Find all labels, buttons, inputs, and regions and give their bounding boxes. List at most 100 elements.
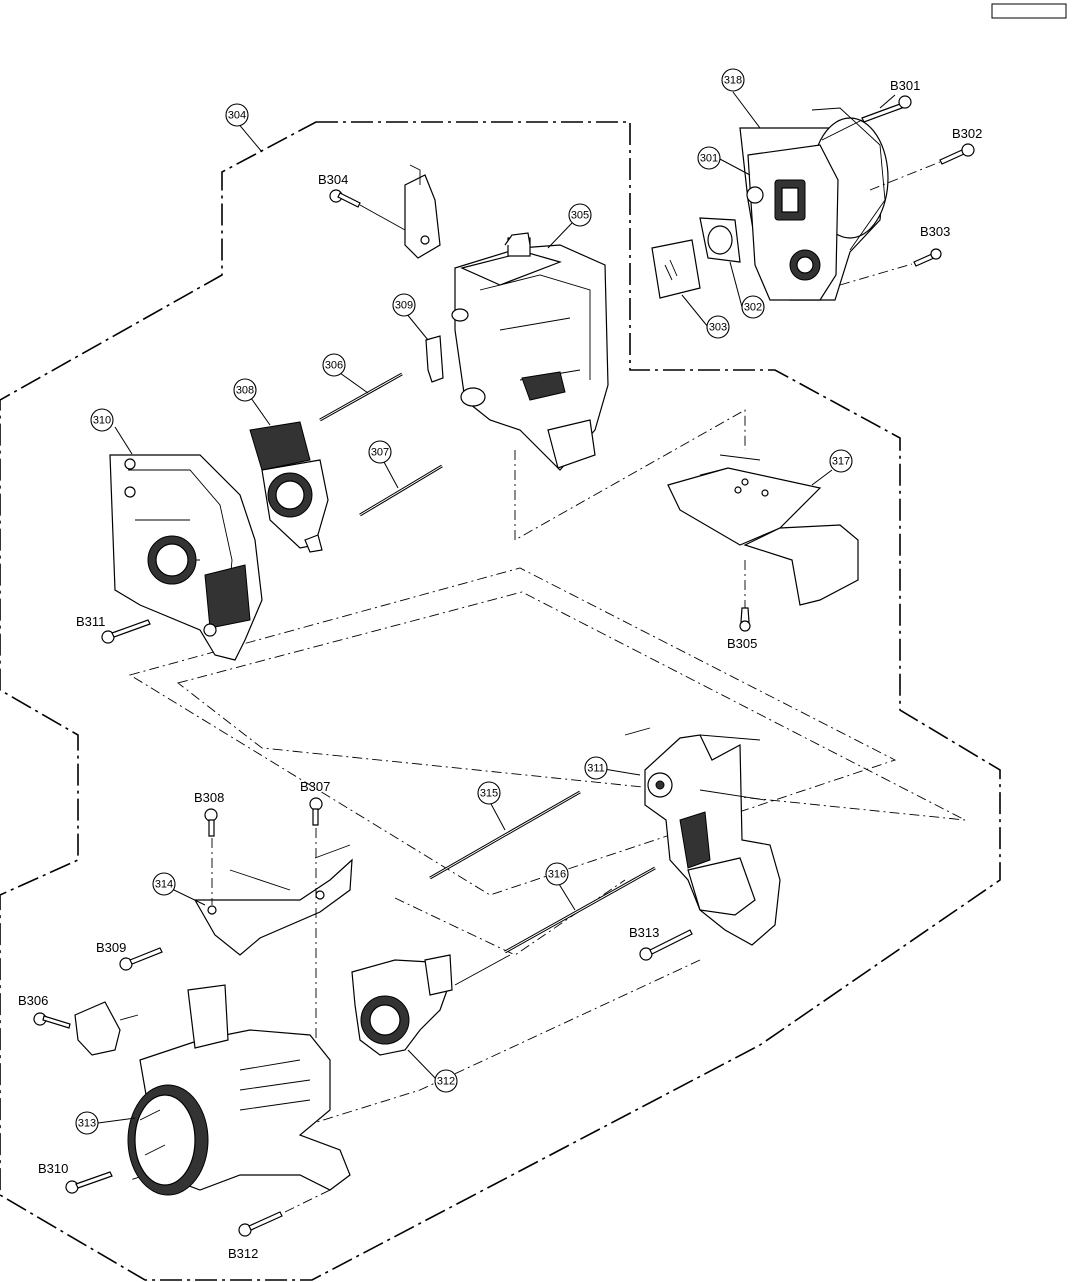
ccd-assembly-318 — [739, 107, 889, 301]
screw-b308 — [204, 808, 218, 905]
callout-number: 313 — [78, 1118, 96, 1130]
callout-circle — [322, 353, 346, 377]
callout-number: 312 — [437, 1076, 455, 1088]
screw-b313 — [639, 929, 693, 961]
callout-circle — [90, 408, 114, 432]
upper-axis-inner — [177, 591, 966, 821]
callout-303: 303 — [706, 315, 730, 339]
bracket-309 — [425, 335, 444, 383]
fpc-board-317 — [667, 454, 859, 606]
callout-number: 317 — [832, 456, 850, 468]
label-b305: B305 — [727, 636, 757, 651]
callout-number: 305 — [571, 210, 589, 222]
callout-316: 316 — [545, 862, 569, 886]
callout-308: 308 — [233, 378, 257, 402]
guide-rod-306 — [319, 372, 403, 422]
callout-circle — [392, 293, 416, 317]
callout-number: 308 — [236, 385, 254, 397]
callout-306: 306 — [322, 353, 346, 377]
callout-circle — [706, 315, 730, 339]
callout-number: 304 — [228, 110, 246, 122]
callout-number: 303 — [709, 322, 727, 334]
label-b303: B303 — [920, 224, 950, 239]
callout-number: 314 — [155, 879, 173, 891]
callout-number: 309 — [395, 300, 413, 312]
screw-labels: B301 B302 B303 B304 B305 B311 B308 B307 … — [18, 78, 982, 1261]
lens-unit-308 — [249, 421, 329, 553]
label-b311: B311 — [76, 614, 105, 629]
callout-circle — [741, 295, 765, 319]
callout-number: 311 — [587, 763, 605, 775]
screw-b303 — [839, 248, 942, 286]
label-b308: B308 — [194, 790, 224, 805]
callout-circle — [368, 440, 392, 464]
callout-number: 301 — [700, 153, 718, 165]
screw-b302 — [869, 143, 975, 191]
callout-number: 310 — [93, 415, 111, 427]
screw-b301 — [821, 95, 912, 141]
screw-b305 — [739, 607, 751, 632]
label-b306: B306 — [18, 993, 48, 1008]
callout-number: 307 — [371, 447, 389, 459]
callout-circle — [584, 756, 608, 780]
screw-b306 — [33, 1012, 71, 1029]
callout-311: 311 — [584, 756, 608, 780]
label-b313: B313 — [629, 925, 659, 940]
plate-314 — [193, 844, 353, 956]
screw-b312 — [238, 1189, 331, 1237]
callout-305: 305 — [568, 203, 592, 227]
callout-circle — [225, 103, 249, 127]
screw-b309 — [119, 947, 163, 971]
callout-circle — [477, 781, 501, 805]
page-reference-box — [991, 3, 1067, 19]
screw-b311 — [101, 619, 151, 644]
callout-bubbles: 318 301 302 303 304 305 309 306 308 307 310 317 311 3… — [75, 68, 853, 1135]
label-b309: B309 — [96, 940, 126, 955]
callout-317: 317 — [829, 449, 853, 473]
motor-block-311 — [624, 727, 781, 946]
callout-302: 302 — [741, 295, 765, 319]
callout-circle — [152, 872, 176, 896]
callout-304: 304 — [225, 103, 249, 127]
callout-310: 310 — [90, 408, 114, 432]
bracket-top — [404, 164, 441, 259]
callout-number: 318 — [724, 75, 742, 87]
callout-315: 315 — [477, 781, 501, 805]
label-b304: B304 — [318, 172, 348, 187]
callout-circle — [233, 378, 257, 402]
upper-axis-frame — [128, 567, 897, 896]
callout-318: 318 — [721, 68, 745, 92]
lens-holder-312 — [351, 954, 511, 1056]
label-b312: B312 — [228, 1246, 258, 1261]
lens-barrel-313 — [127, 984, 351, 1196]
label-b301: B301 — [890, 78, 920, 93]
callout-314: 314 — [152, 872, 176, 896]
guide-rod-316 — [504, 866, 656, 954]
callout-circle — [697, 146, 721, 170]
guide-rod-307 — [359, 464, 443, 517]
callout-312: 312 — [434, 1069, 458, 1093]
callout-circle — [545, 862, 569, 886]
screw-b310 — [65, 1171, 113, 1194]
frame-310 — [109, 454, 263, 661]
screw-b304 — [329, 189, 406, 231]
housing-305 — [451, 232, 609, 471]
sensor-b306-bracket — [74, 1001, 139, 1056]
callout-307: 307 — [368, 440, 392, 464]
rubber-gasket-302 — [699, 217, 741, 263]
callout-number: 315 — [480, 788, 498, 800]
screw-b307 — [309, 797, 323, 1060]
callout-309: 309 — [392, 293, 416, 317]
optical-filter-303 — [651, 239, 701, 299]
label-b307: B307 — [300, 779, 330, 794]
callout-circle — [721, 68, 745, 92]
callout-circle — [829, 449, 853, 473]
label-b302: B302 — [952, 126, 982, 141]
callout-number: 306 — [325, 360, 343, 372]
guide-rod-315 — [429, 790, 581, 880]
callout-number: 316 — [548, 869, 566, 881]
label-b310: B310 — [38, 1161, 68, 1176]
bracket-axis — [514, 409, 746, 541]
callout-301: 301 — [697, 146, 721, 170]
